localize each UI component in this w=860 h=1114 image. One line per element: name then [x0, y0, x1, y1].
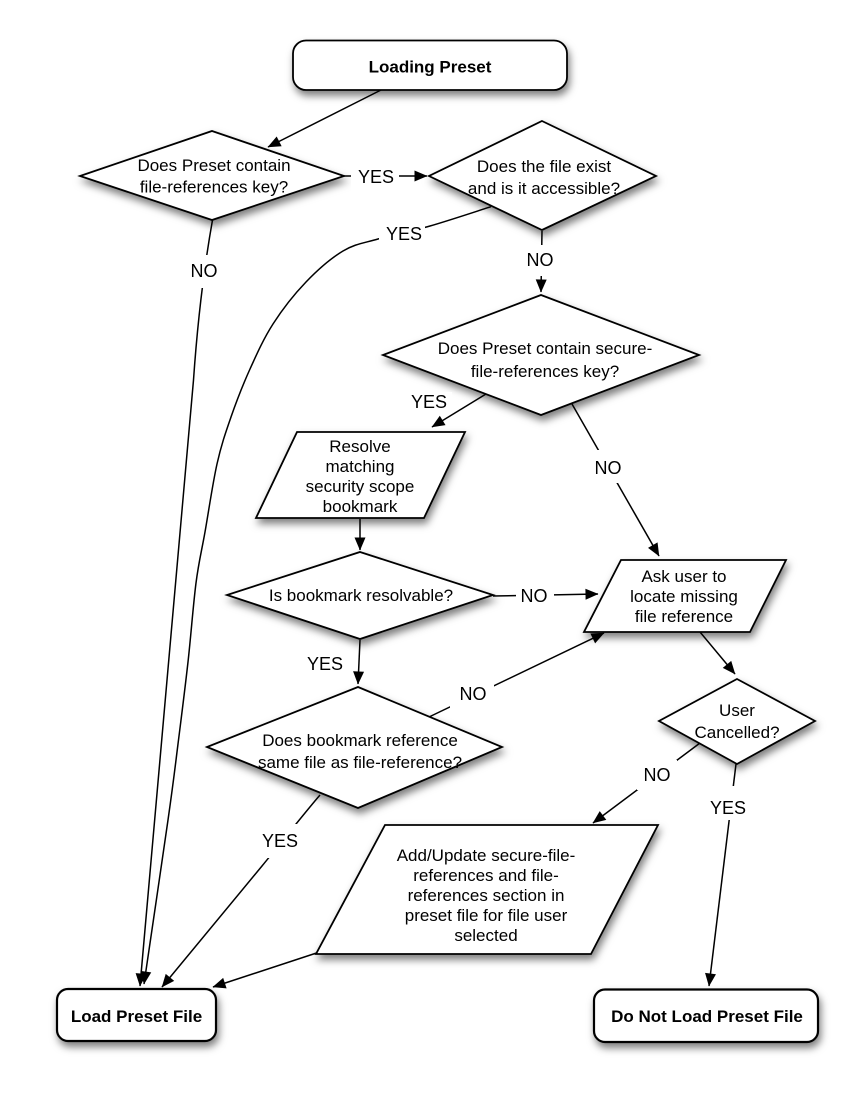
svg-text:YES: YES — [411, 392, 447, 412]
svg-text:YES: YES — [262, 831, 298, 851]
svg-text:file reference: file reference — [635, 607, 733, 626]
svg-text:YES: YES — [710, 798, 746, 818]
svg-text:NO: NO — [460, 684, 487, 704]
svg-text:NO: NO — [521, 586, 548, 606]
svg-text:references section in: references section in — [408, 886, 565, 905]
svg-text:Does bookmark reference: Does bookmark reference — [262, 731, 458, 750]
svg-text:Add/Update secure-file-: Add/Update secure-file- — [397, 846, 576, 865]
svg-text:Resolve: Resolve — [329, 437, 390, 456]
svg-text:and is it accessible?: and is it accessible? — [468, 179, 620, 198]
svg-text:NO: NO — [595, 458, 622, 478]
svg-text:locate missing: locate missing — [630, 587, 738, 606]
svg-text:NO: NO — [191, 261, 218, 281]
svg-text:Does Preset contain: Does Preset contain — [137, 156, 290, 175]
svg-text:Does the file exist: Does the file exist — [477, 157, 611, 176]
svg-text:file-references key?: file-references key? — [471, 362, 619, 381]
svg-text:User: User — [719, 701, 755, 720]
svg-text:security scope: security scope — [306, 477, 415, 496]
svg-text:matching: matching — [326, 457, 395, 476]
svg-text:preset file for file user: preset file for file user — [405, 906, 568, 925]
svg-text:NO: NO — [644, 765, 671, 785]
svg-text:bookmark: bookmark — [323, 497, 398, 516]
svg-text:selected: selected — [454, 926, 517, 945]
svg-text:YES: YES — [358, 167, 394, 187]
svg-text:Load Preset File: Load Preset File — [71, 1007, 202, 1026]
svg-text:file-references key?: file-references key? — [140, 178, 288, 197]
svg-text:Do Not Load Preset File: Do Not Load Preset File — [611, 1007, 803, 1026]
svg-text:NO: NO — [527, 250, 554, 270]
svg-text:Does Preset contain secure-: Does Preset contain secure- — [438, 339, 653, 358]
svg-text:references and file-: references and file- — [413, 866, 559, 885]
svg-text:Cancelled?: Cancelled? — [694, 723, 779, 742]
svg-text:YES: YES — [386, 224, 422, 244]
svg-text:Loading Preset: Loading Preset — [369, 58, 492, 77]
svg-text:Is bookmark resolvable?: Is bookmark resolvable? — [269, 586, 453, 605]
svg-text:YES: YES — [307, 654, 343, 674]
svg-text:Ask user to: Ask user to — [641, 567, 726, 586]
svg-text:same file as file-reference?: same file as file-reference? — [258, 753, 462, 772]
